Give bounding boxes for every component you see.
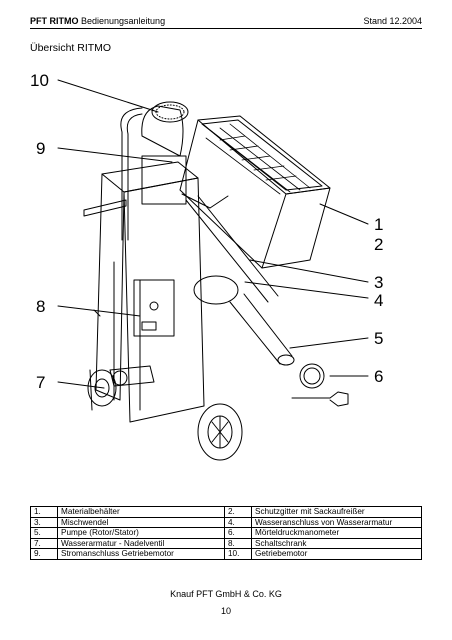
legend-number: 3. — [30, 516, 58, 529]
leader-8 — [57, 305, 141, 317]
leader-1 — [319, 203, 369, 225]
hopper-rim-inner — [201, 119, 323, 191]
pressure-gauge — [299, 363, 325, 389]
legend-number: 9. — [30, 548, 58, 560]
callout-7: 7 — [36, 373, 45, 392]
legend-text: Schaltschrank — [251, 537, 422, 550]
callout-6: 6 — [374, 367, 383, 386]
leader-9 — [57, 147, 173, 163]
leader-5 — [289, 337, 369, 349]
motor-fan — [151, 101, 189, 123]
table-row: 9. Stromanschluss Getriebemotor 10. Getr… — [30, 548, 422, 560]
wheel-left — [87, 369, 117, 407]
leader-7 — [57, 381, 105, 389]
handle — [83, 199, 127, 217]
leader-10 — [57, 79, 159, 113]
motor — [141, 105, 184, 157]
legend-text: Mischwendel — [57, 516, 225, 529]
leader-3 — [249, 259, 369, 283]
legend-text: Pumpe (Rotor/Stator) — [57, 527, 225, 539]
page-header: PFT RITMO Bedienungsanleitung Stand 12.2… — [30, 10, 422, 29]
table-row: 7. Wasserarmatur - Nadelventil 8. Schalt… — [30, 537, 422, 550]
frame-left — [95, 173, 125, 401]
hopper-body — [261, 187, 331, 269]
callout-9: 9 — [36, 139, 45, 158]
legend-number: 10. — [224, 548, 252, 560]
grid — [205, 123, 311, 195]
parts-legend-table: 1. Materialbehälter 2. Schutzgitter mit … — [30, 506, 422, 560]
callout-10: 10 — [30, 71, 49, 90]
callout-3: 3 — [374, 273, 383, 292]
table-row: 5. Pumpe (Rotor/Stator) 6. Mörteldruckma… — [30, 527, 422, 539]
gearbox — [141, 155, 187, 205]
legend-number: 1. — [30, 506, 58, 518]
callout-5: 5 — [374, 329, 383, 348]
page-number: 10 — [220, 606, 231, 616]
legend-number: 7. — [30, 537, 58, 550]
mixing-tube — [185, 195, 279, 303]
wheel-right — [197, 403, 243, 461]
callout-8: 8 — [36, 297, 45, 316]
document-title: PFT RITMO Bedienungsanleitung — [30, 16, 165, 26]
legend-text: Wasserarmatur - Nadelventil — [57, 537, 225, 550]
legend-text: Mörteldruckmanometer — [251, 527, 422, 539]
legend-number: 8. — [224, 537, 252, 550]
legend-text: Materialbehälter — [57, 506, 225, 518]
footer-company: Knauf PFT GmbH & Co. KG — [170, 589, 282, 599]
legend-number: 5. — [30, 527, 58, 539]
table-row: 1. Materialbehälter 2. Schutzgitter mit … — [30, 506, 422, 518]
water-valve — [109, 365, 155, 387]
legend-number: 2. — [224, 506, 252, 518]
legend-text: Getriebemotor — [251, 548, 422, 560]
callout-1: 1 — [374, 215, 383, 234]
pump — [229, 293, 293, 365]
legend-text: Wasseranschluss von Wasserarmatur — [251, 516, 422, 529]
frame-body — [123, 177, 205, 423]
control-box — [133, 279, 175, 337]
document-type: Bedienungsanleitung — [78, 16, 166, 26]
machine-diagram: 10 9 8 7 1 2 3 4 5 6 — [30, 71, 383, 461]
product-name: PFT RITMO — [30, 16, 79, 26]
leader-4 — [244, 281, 369, 299]
pump-flange — [193, 275, 239, 305]
section-title: Übersicht RITMO — [30, 42, 112, 54]
callout-2: 2 — [374, 235, 383, 254]
callout-4: 4 — [374, 291, 383, 310]
coupling — [291, 391, 349, 407]
legend-number: 6. — [224, 527, 252, 539]
legend-number: 4. — [224, 516, 252, 529]
table-row: 3. Mischwendel 4. Wasseranschluss von Wa… — [30, 516, 422, 529]
legend-text: Stromanschluss Getriebemotor — [57, 548, 225, 560]
legend-text: Schutzgitter mit Sackaufreißer — [251, 506, 422, 518]
document-date: Stand 12.2004 — [363, 16, 422, 26]
hose — [120, 107, 143, 241]
